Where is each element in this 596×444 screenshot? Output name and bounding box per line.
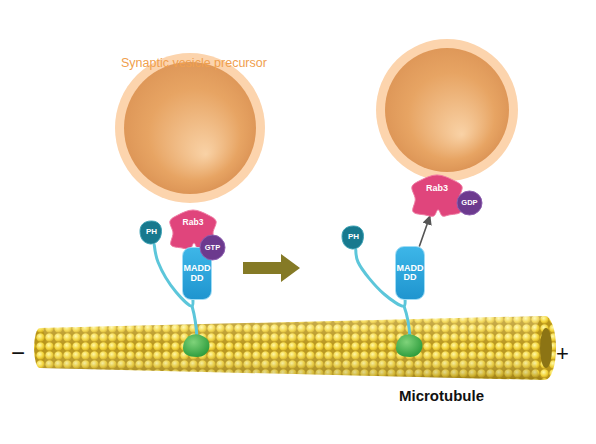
rab3-outline-path <box>412 175 462 216</box>
node-text: Rab3 <box>426 184 448 193</box>
polarity-sign: − <box>11 339 25 367</box>
motor-domain <box>396 334 422 357</box>
node-text: Rab3 <box>183 218 204 227</box>
node-text: MADD DD <box>396 264 424 283</box>
node-text: GDP <box>461 199 477 207</box>
microtubule <box>40 316 545 380</box>
release-arrow <box>419 216 430 246</box>
transition-arrow <box>243 254 300 282</box>
motor-domain <box>183 334 209 357</box>
ph-domain: PH <box>341 225 366 250</box>
vesicle <box>115 53 265 203</box>
vesicle-lumen <box>385 48 509 172</box>
polarity-sign: + <box>556 341 569 367</box>
ph-domain: PH <box>139 220 164 245</box>
microtubule-end <box>534 316 556 380</box>
vesicle-membrane <box>115 53 265 203</box>
node-text: PH <box>348 233 359 241</box>
node-text: PH <box>146 228 157 236</box>
gdp-nucleotide: GDP <box>457 191 482 215</box>
node-text: MADD DD <box>183 264 211 283</box>
microtubule-end <box>34 328 46 368</box>
vesicle-membrane <box>376 39 518 181</box>
vesicle <box>376 39 518 181</box>
ph-outline-path <box>342 226 363 249</box>
gtp-nucleotide: GTP <box>200 235 225 260</box>
motor-stalk <box>404 306 410 338</box>
structure-label: Synaptic vesicle precursor <box>121 56 267 70</box>
microtubule-shading <box>40 316 545 380</box>
vesicle-lumen <box>124 62 256 194</box>
rab3-protein: Rab3 <box>412 176 462 216</box>
rab3-protein-outline <box>412 176 462 216</box>
madd-dd-domain: MADD DD <box>395 246 425 300</box>
nucleotide-circle <box>457 191 482 215</box>
nucleotide-circle <box>200 235 225 260</box>
ph-outline-path <box>140 221 161 244</box>
microtubule-lumen <box>540 328 552 368</box>
structure-label: Microtubule <box>399 387 484 404</box>
node-text: GTP <box>205 244 220 252</box>
motor-stalk <box>192 306 197 338</box>
